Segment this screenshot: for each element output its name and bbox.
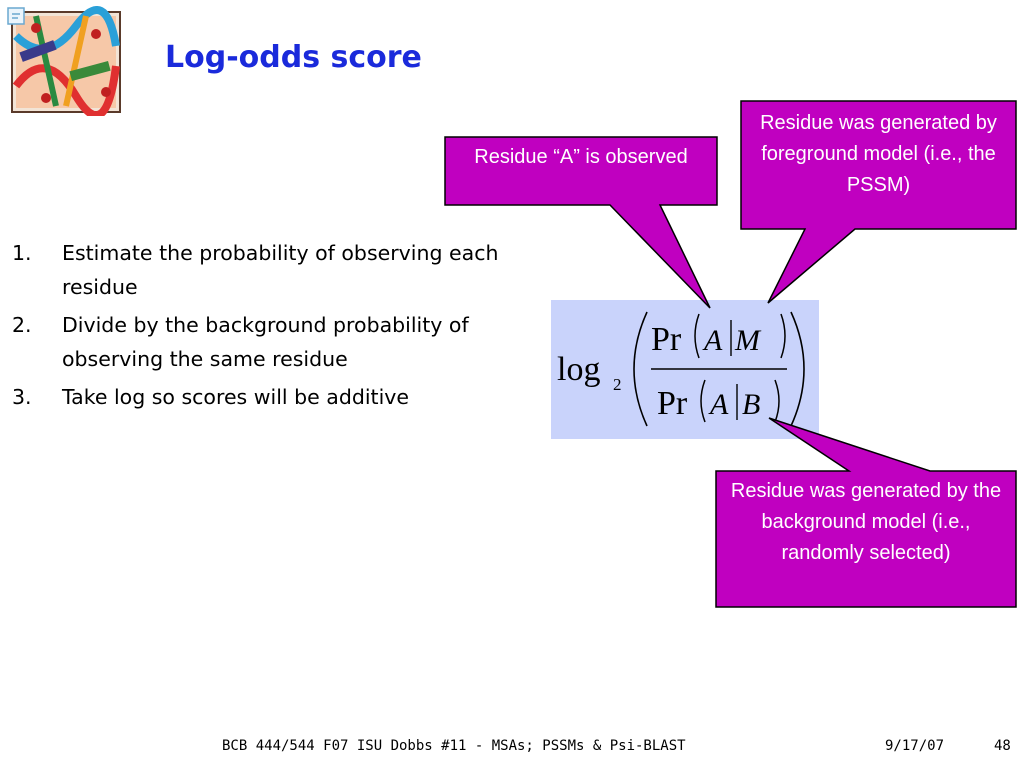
step-text: Take log so scores will be additive [62, 385, 410, 409]
callout-observed: Residue “A” is observed [474, 146, 688, 168]
num-pr: Pr [651, 321, 682, 358]
step-text: Estimate the probability of observing ea… [62, 241, 499, 299]
step-list: 1. Estimate the probability of observing… [12, 236, 572, 418]
step-number: 1. [12, 241, 32, 265]
step-number: 3. [12, 385, 32, 409]
step-number: 2. [12, 313, 32, 337]
step-item: 3. Take log so scores will be additive [12, 380, 572, 414]
footer-page-number: 48 [994, 738, 1011, 754]
formula-log: log [557, 351, 600, 388]
slide-title: Log-odds score [165, 40, 422, 75]
num-m: M [734, 324, 762, 357]
left-paren [633, 311, 648, 427]
step-item: 2. Divide by the background probability … [12, 308, 572, 376]
den-pr: Pr [657, 385, 688, 422]
den-a: A [708, 388, 729, 421]
callout-background: Residue was generated by the background … [730, 480, 1002, 564]
callout-foreground: Residue was generated by foreground mode… [760, 112, 997, 196]
callout-background-shape [715, 417, 1017, 608]
step-text: Divide by the background probability of … [62, 313, 469, 371]
den-b: B [742, 388, 760, 421]
footer-course: BCB 444/544 F07 ISU Dobbs #11 - MSAs; PS… [222, 738, 686, 754]
footer-date: 9/17/07 [885, 738, 945, 754]
course-logo [6, 6, 126, 120]
num-a: A [702, 324, 723, 357]
formula-base: 2 [613, 375, 622, 394]
callout-foreground-shape [740, 100, 1017, 304]
callout-observed-shape [444, 136, 718, 309]
step-item: 1. Estimate the probability of observing… [12, 236, 572, 304]
log-odds-formula: log 2 Pr A M Pr A B [551, 300, 819, 439]
right-paren [790, 311, 805, 427]
